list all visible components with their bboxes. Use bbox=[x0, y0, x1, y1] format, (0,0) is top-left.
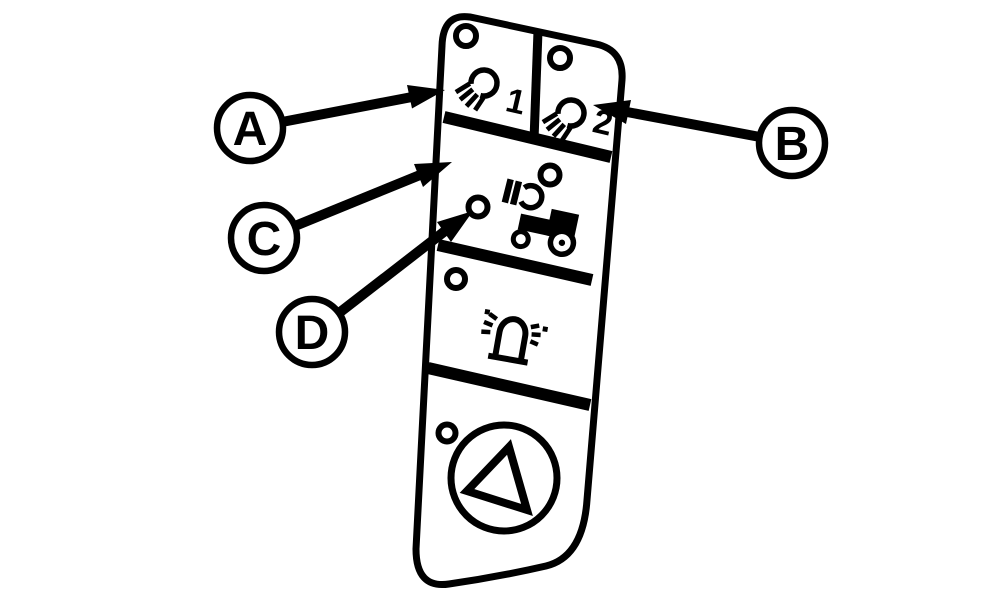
callout-a-arrowhead bbox=[407, 85, 445, 109]
panel-divider-1 bbox=[442, 111, 613, 163]
callout-d: D bbox=[275, 211, 473, 369]
led-indicator-worklight-1 bbox=[453, 23, 479, 49]
control-panel: 1 2 bbox=[412, 13, 626, 589]
led-indicator-hazard bbox=[435, 421, 459, 445]
callout-b-arrow-shaft bbox=[626, 107, 761, 142]
callout-a-arrow-shaft bbox=[281, 92, 413, 127]
led-indicator-roadlights-upper bbox=[537, 162, 563, 188]
callout-d-circle bbox=[275, 295, 349, 369]
callout-c-label: C bbox=[247, 213, 282, 266]
callout-c: C bbox=[227, 162, 452, 275]
callout-d-arrow-shaft bbox=[335, 227, 449, 317]
callout-b-circle bbox=[755, 106, 829, 180]
headlight-icon bbox=[501, 178, 545, 211]
callout-a-label: A bbox=[233, 103, 268, 156]
led-indicator-roadlights-left bbox=[465, 194, 491, 220]
led-indicator-worklight-2 bbox=[547, 45, 573, 71]
warning-triangle-icon bbox=[459, 439, 533, 517]
callout-a: A bbox=[213, 85, 445, 165]
hazard-switch bbox=[447, 421, 561, 535]
callout-b-arrowhead bbox=[593, 100, 631, 124]
callout-c-arrowhead bbox=[414, 162, 452, 187]
callout-b-label: B bbox=[775, 118, 810, 171]
road-lights-switch bbox=[501, 178, 580, 258]
callout-c-circle bbox=[227, 201, 301, 275]
panel-divider-vertical bbox=[529, 30, 543, 141]
callout-d-label: D bbox=[295, 307, 330, 360]
panel-divider-3 bbox=[426, 362, 592, 411]
rotating-beacon-icon bbox=[481, 308, 549, 366]
beacon-switch bbox=[481, 308, 549, 366]
callout-c-arrow-shaft bbox=[293, 170, 422, 231]
tractor-icon bbox=[510, 208, 580, 258]
panel-divider-2 bbox=[436, 239, 594, 286]
callout-d-arrowhead bbox=[437, 211, 473, 242]
callout-a-circle bbox=[213, 91, 287, 165]
hazard-button-ring bbox=[447, 421, 561, 535]
led-indicator-beacon bbox=[444, 267, 468, 291]
callout-b: B bbox=[593, 100, 829, 180]
